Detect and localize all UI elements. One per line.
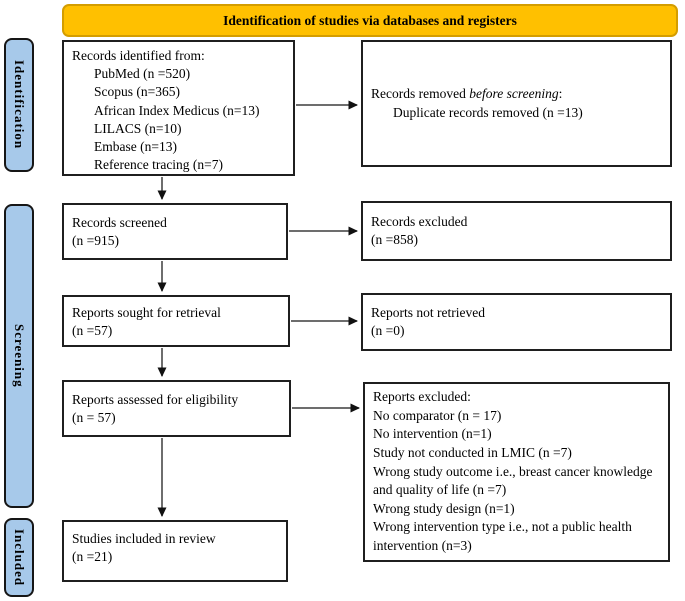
stage-label-screening: Screening xyxy=(4,204,34,508)
box-reports-sought: Reports sought for retrieval (n =57) xyxy=(62,295,290,347)
box-count: (n =858) xyxy=(371,232,418,248)
box-reports-not-retrieved: Reports not retrieved (n =0) xyxy=(361,293,672,351)
italic-phrase: before screening xyxy=(469,86,559,102)
reason-item: Study not conducted in LMIC (n =7) xyxy=(373,444,572,460)
source-item: Scopus (n=365) xyxy=(94,84,180,100)
stage-label-identification: Identification xyxy=(4,38,34,172)
source-item: African Index Medicus (n=13) xyxy=(94,102,260,118)
stage-label-text: Screening xyxy=(12,324,27,388)
box-count: (n = 57) xyxy=(72,410,116,426)
box-title: Records removed before screening: xyxy=(371,86,563,102)
header-title: Identification of studies via databases … xyxy=(223,12,517,28)
reason-item: Duplicate records removed (n =13) xyxy=(393,104,583,120)
box-title: Records identified from: xyxy=(72,48,205,63)
reason-item: No intervention (n=1) xyxy=(373,426,492,442)
source-item: LILACS (n=10) xyxy=(94,120,182,136)
box-count: (n =57) xyxy=(72,323,113,339)
reason-item: Wrong study design (n=1) xyxy=(373,500,515,516)
stage-label-text: Included xyxy=(12,528,27,587)
reason-item: Wrong intervention type i.e., not a publ… xyxy=(373,519,632,553)
box-title: Reports not retrieved xyxy=(371,305,485,320)
box-title: Records screened xyxy=(72,215,167,230)
box-title: Records excluded xyxy=(371,214,468,229)
box-title: Studies included in review xyxy=(72,531,216,546)
box-count: (n =21) xyxy=(72,549,113,565)
box-records-screened: Records screened (n =915) xyxy=(62,203,288,260)
box-records-removed: Records removed before screening: Duplic… xyxy=(361,40,672,167)
reason-item: No comparator (n = 17) xyxy=(373,407,502,423)
source-item: Reference tracing (n=7) xyxy=(94,157,224,173)
box-title: Reports excluded: xyxy=(373,389,471,404)
box-title: Reports assessed for eligibility xyxy=(72,392,239,407)
stage-label-included: Included xyxy=(4,518,34,597)
box-reports-assessed: Reports assessed for eligibility (n = 57… xyxy=(62,380,291,437)
box-studies-included: Studies included in review (n =21) xyxy=(62,520,288,582)
box-count: (n =915) xyxy=(72,233,119,249)
source-item: PubMed (n =520) xyxy=(94,66,191,82)
header-banner: Identification of studies via databases … xyxy=(62,4,678,37)
stage-label-text: Identification xyxy=(12,60,27,150)
box-records-excluded: Records excluded (n =858) xyxy=(361,201,672,261)
box-records-identified: Records identified from: PubMed (n =520)… xyxy=(62,40,295,176)
box-count: (n =0) xyxy=(371,323,405,339)
box-reports-excluded: Reports excluded: No comparator (n = 17)… xyxy=(363,382,670,562)
reason-item: Wrong study outcome i.e., breast cancer … xyxy=(373,463,653,498)
box-title: Reports sought for retrieval xyxy=(72,305,221,320)
source-item: Embase (n=13) xyxy=(94,139,177,155)
